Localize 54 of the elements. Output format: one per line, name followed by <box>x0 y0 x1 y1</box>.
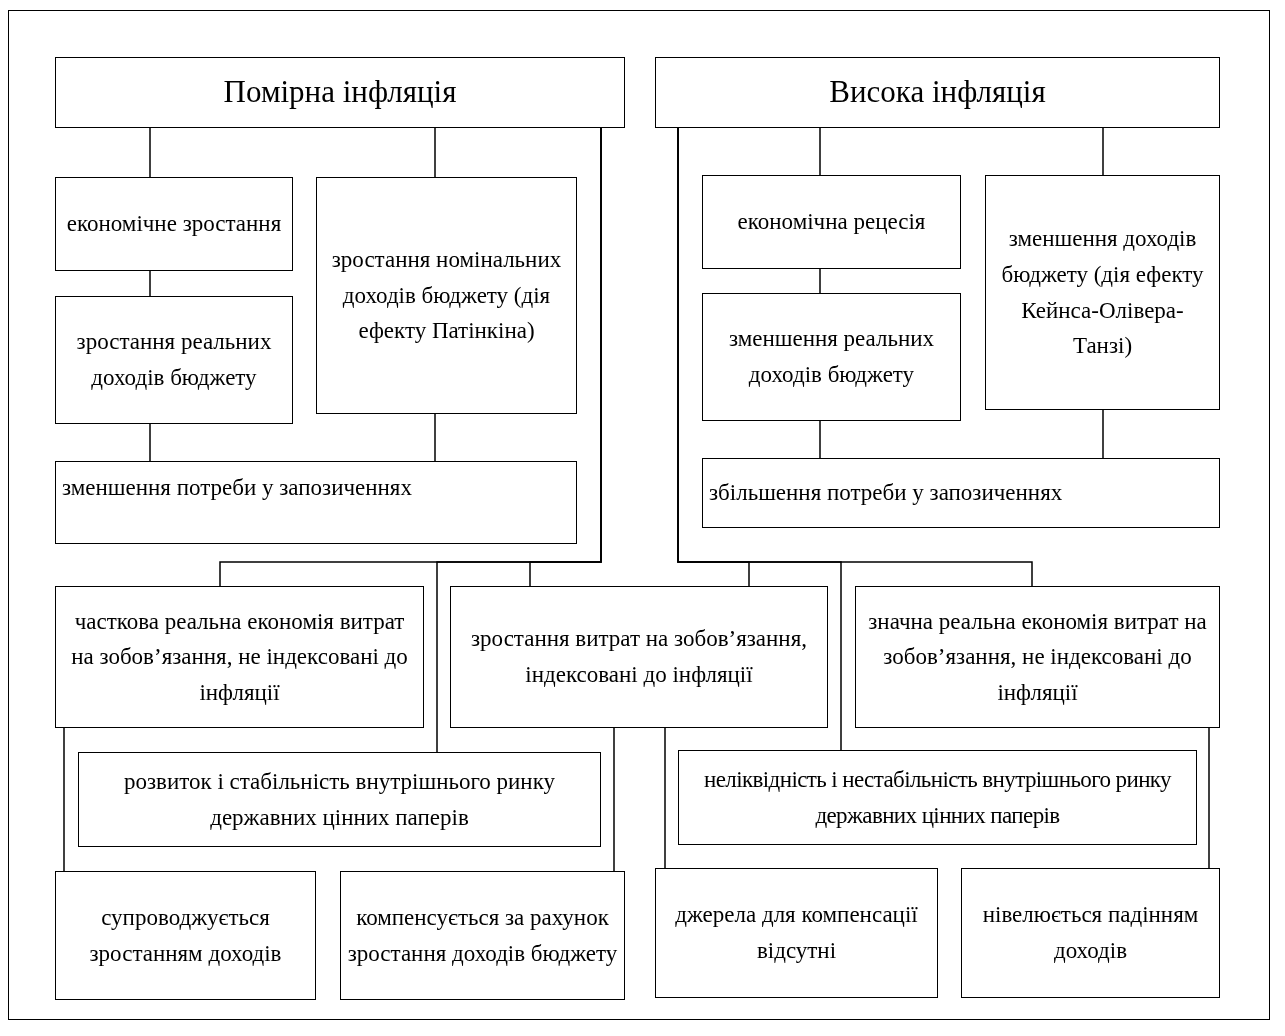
connector-line <box>149 423 151 462</box>
text-box <box>450 586 828 728</box>
box-text: зменшення доходів бюджету (дія ефекту Кейнса-Олівера-Танзі) <box>1000 225 1205 361</box>
connector-line <box>819 268 821 294</box>
text-box <box>55 461 577 544</box>
box-text: зростання номінальних доходів бюджету (дія ефекту Патінкіна) <box>330 246 563 346</box>
box-text: розвиток і стабільність внутрішнього ринку державних цінних паперів <box>122 767 557 832</box>
box-text: зростання витрат на зобов’язання, індексовані до інфляції <box>470 625 808 689</box>
text-box <box>340 871 625 1000</box>
box-text: економічне зростання <box>66 210 282 239</box>
connector-line <box>149 270 151 297</box>
text-box <box>316 177 577 414</box>
text-box <box>655 57 1220 128</box>
connector-line <box>613 727 615 872</box>
text-box <box>678 750 1197 845</box>
box-text: джерела для компенсації відсутні <box>674 901 919 965</box>
box-text: значна реальна економія витрат на зобов’язання, не індексовані до інфляції <box>867 607 1208 707</box>
text-box <box>655 868 938 998</box>
box-text: економічна рецесія <box>737 208 926 237</box>
text-box <box>55 586 424 728</box>
text-box <box>855 586 1220 728</box>
box-text: Висока інфляція <box>829 73 1046 112</box>
connector-line <box>1102 409 1104 459</box>
connector-line <box>63 727 65 872</box>
connector-line <box>149 127 151 178</box>
text-box <box>961 868 1220 998</box>
text-box <box>702 175 961 269</box>
text-box <box>55 871 316 1000</box>
box-text: часткова реальна економія витрат на зобов’язання, не індексовані до інфляції <box>70 607 409 707</box>
text-box <box>55 57 625 128</box>
connector-line <box>1208 727 1210 869</box>
box-text: Помірна інфляція <box>223 73 457 112</box>
text-box <box>702 458 1220 528</box>
box-text: супроводжується зростанням доходів <box>88 903 283 968</box>
connector-line <box>819 127 821 176</box>
text-box <box>78 752 601 847</box>
text-box <box>985 175 1220 410</box>
box-text: зменшення потреби у запозиченнях <box>62 474 412 502</box>
connector-line <box>434 413 436 462</box>
connector-line <box>1102 127 1104 176</box>
connector-line <box>664 727 666 869</box>
connector-line <box>677 127 1033 587</box>
text-box <box>702 293 961 421</box>
box-text: збільшення потреби у запозиченнях <box>709 479 1063 508</box>
box-text: компенсується за рахунок зростання доходів бюджету <box>347 903 618 968</box>
box-text: нівелюється падінням доходів <box>981 901 1200 965</box>
box-text: неліквідність і нестабільність внутрішнього ринку державних цінних паперів <box>703 765 1173 830</box>
box-text: зменшення реальних доходів бюджету <box>727 325 936 389</box>
box-text: зростання реальних доходів бюджету <box>75 328 273 392</box>
connector-line <box>434 127 436 178</box>
connector-line <box>819 420 821 459</box>
text-box <box>55 296 293 424</box>
connector-line <box>529 127 602 587</box>
text-box <box>55 177 293 271</box>
